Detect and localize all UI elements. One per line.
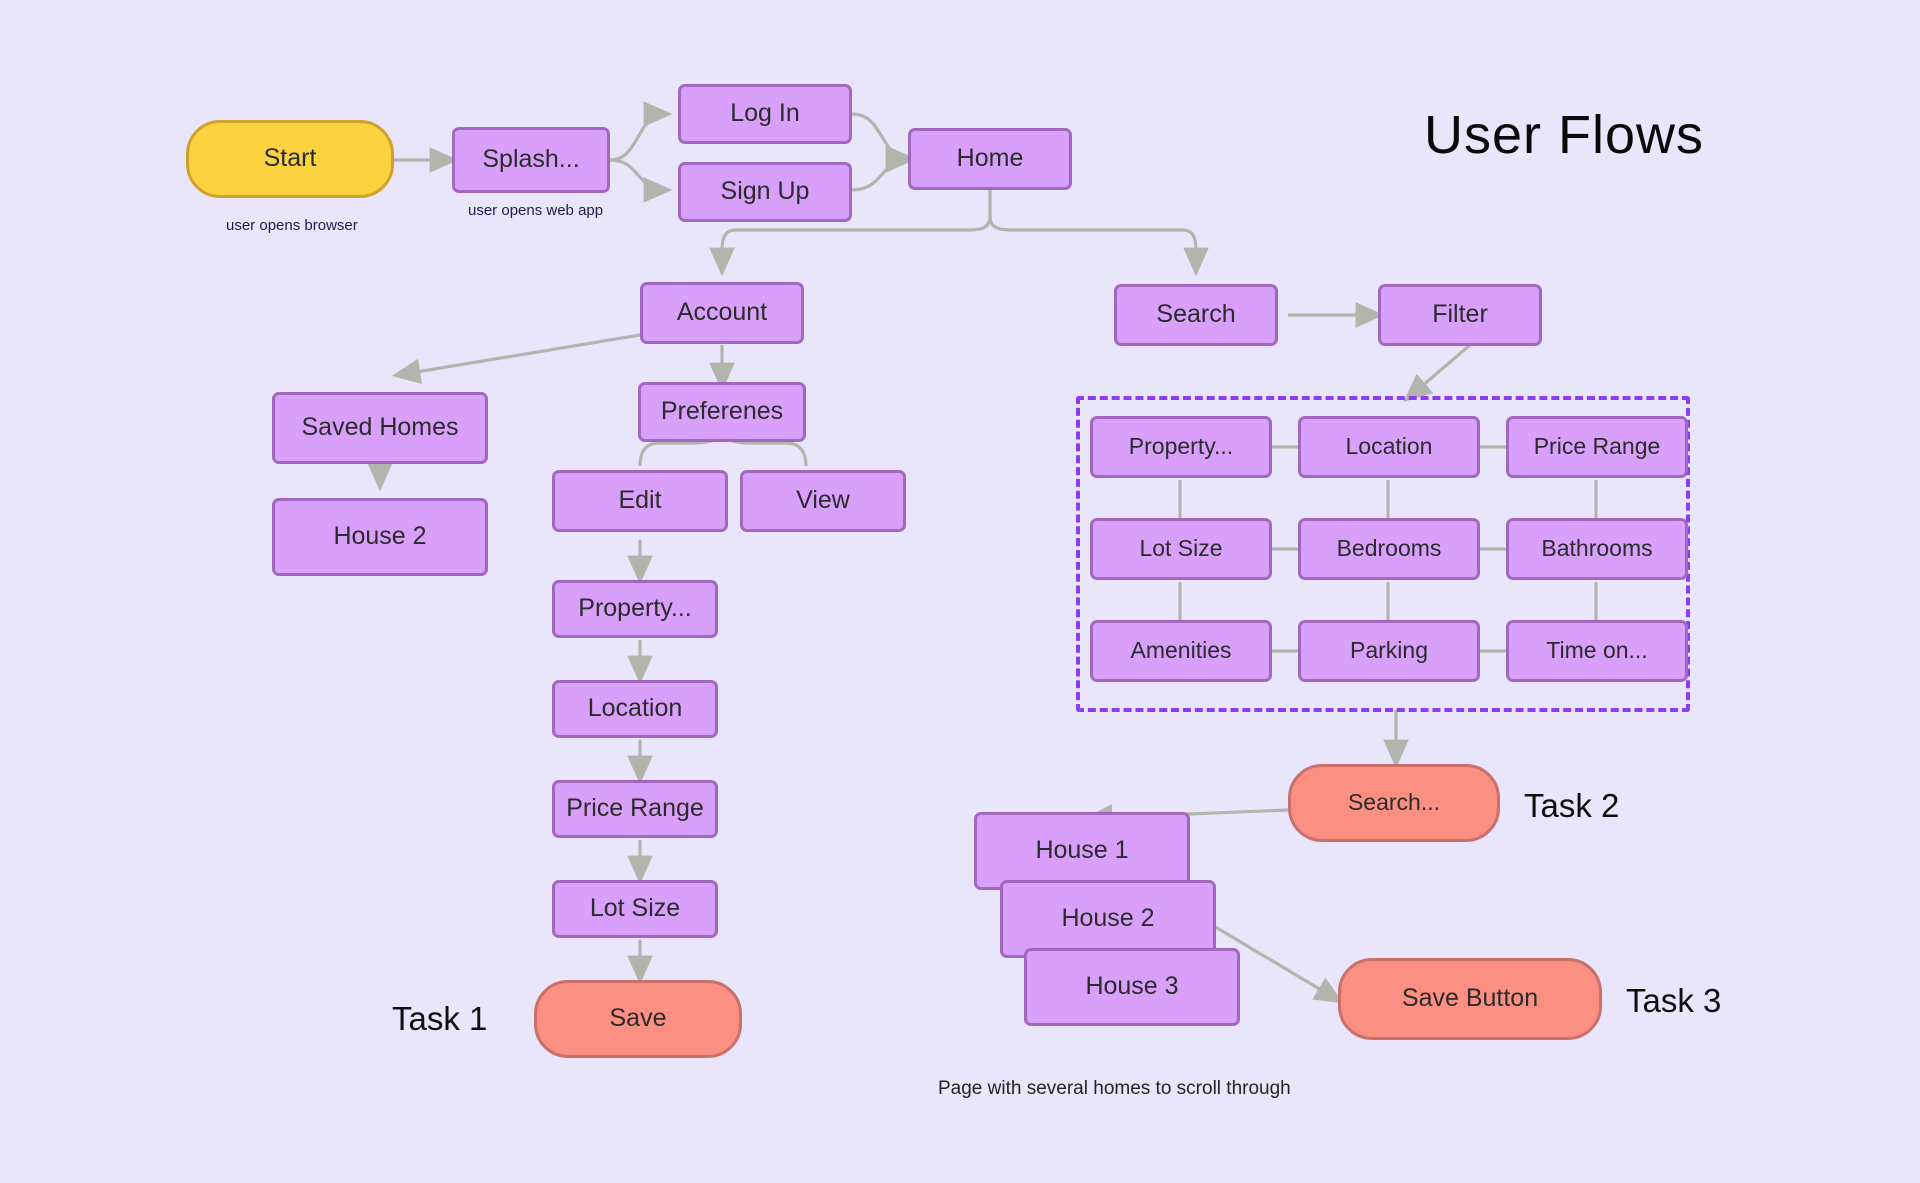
node-house-1[interactable]: House 1 <box>974 812 1190 890</box>
node-filter-location[interactable]: Location <box>1298 416 1480 478</box>
node-save[interactable]: Save <box>534 980 742 1058</box>
node-search[interactable]: Search <box>1114 284 1278 346</box>
filter-options-group <box>1076 396 1690 712</box>
node-pref-property[interactable]: Property... <box>552 580 718 638</box>
node-view[interactable]: View <box>740 470 906 532</box>
edge-filter-group <box>1403 343 1472 403</box>
caption-splash: user opens web app <box>468 202 604 219</box>
node-preferences[interactable]: Preferenes <box>638 382 806 442</box>
node-start[interactable]: Start <box>186 120 394 198</box>
node-account[interactable]: Account <box>640 282 804 344</box>
page-title: User Flows <box>1424 105 1705 165</box>
edge-splash-login <box>609 101 673 162</box>
edge-home-search <box>988 190 1209 277</box>
node-save-button[interactable]: Save Button <box>1338 958 1602 1040</box>
node-filter-time-on[interactable]: Time on... <box>1506 620 1688 682</box>
node-edit[interactable]: Edit <box>552 470 728 532</box>
node-filter[interactable]: Filter <box>1378 284 1542 346</box>
node-house-2[interactable]: House 2 <box>1000 880 1216 958</box>
node-saved-homes[interactable]: Saved Homes <box>272 392 488 464</box>
node-login[interactable]: Log In <box>678 84 852 144</box>
edge-signup-home <box>851 147 915 192</box>
caption-start: user opens browser <box>226 217 358 234</box>
node-saved-house-2[interactable]: House 2 <box>272 498 488 576</box>
node-filter-price-range[interactable]: Price Range <box>1506 416 1688 478</box>
node-home[interactable]: Home <box>908 128 1072 190</box>
edge-login-home <box>851 112 915 171</box>
caption-homes-page: Page with several homes to scroll throug… <box>938 1078 1291 1099</box>
edge-account-savedhomes <box>391 333 641 384</box>
node-filter-bathrooms[interactable]: Bathrooms <box>1506 518 1688 580</box>
node-splash[interactable]: Splash... <box>452 127 610 193</box>
node-filter-parking[interactable]: Parking <box>1298 620 1480 682</box>
node-search-results[interactable]: Search... <box>1288 764 1500 842</box>
node-filter-bedrooms[interactable]: Bedrooms <box>1298 518 1480 580</box>
node-filter-lot-size[interactable]: Lot Size <box>1090 518 1272 580</box>
node-filter-amenities[interactable]: Amenities <box>1090 620 1272 682</box>
node-house-3[interactable]: House 3 <box>1024 948 1240 1026</box>
node-signup[interactable]: Sign Up <box>678 162 852 222</box>
node-pref-price-range[interactable]: Price Range <box>552 780 718 838</box>
label-task-2: Task 2 <box>1524 787 1620 824</box>
edge-splash-signup <box>609 158 673 203</box>
label-task-3: Task 3 <box>1626 982 1722 1019</box>
node-filter-property[interactable]: Property... <box>1090 416 1272 478</box>
label-task-1: Task 1 <box>392 1000 488 1037</box>
node-pref-location[interactable]: Location <box>552 680 718 738</box>
node-pref-lot-size[interactable]: Lot Size <box>552 880 718 938</box>
